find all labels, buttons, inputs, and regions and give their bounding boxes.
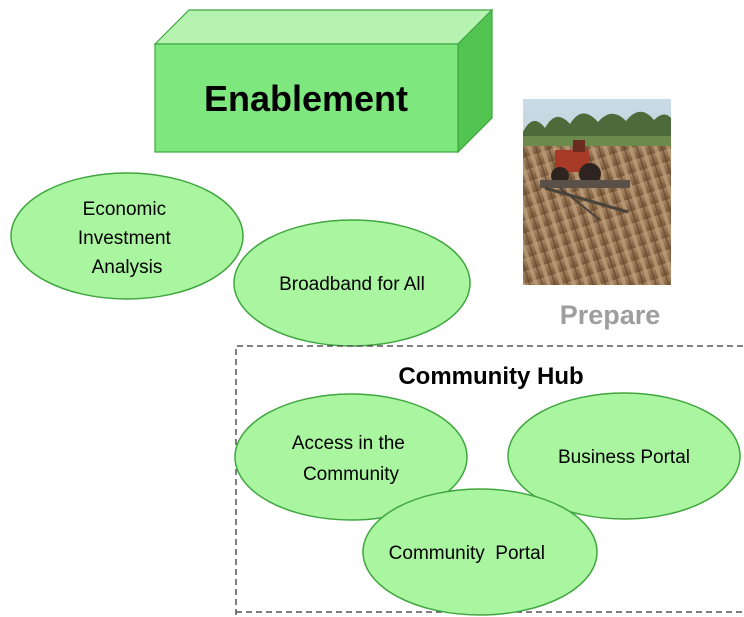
prepare-label: Prepare <box>560 300 661 330</box>
broadband-for-all-node: Broadband for All <box>233 219 471 347</box>
tractor-icon <box>540 140 630 221</box>
access-in-the-community-label: Access in the Community <box>292 433 410 485</box>
community-portal-node: Community Portal <box>362 488 598 616</box>
farm-photo-hedge <box>523 136 671 146</box>
farm-photo-trees <box>523 111 671 142</box>
business-portal-node: Business Portal <box>507 392 741 520</box>
farm-photo <box>523 99 671 285</box>
enablement-block: Enablement <box>153 8 494 154</box>
community-hub-title: Community Hub <box>398 363 583 390</box>
community-portal-label: Community Portal <box>389 543 545 564</box>
access-in-the-community-node: Access in the Community <box>234 393 468 521</box>
economic-investment-analysis-label: Economic Investment Analysis <box>78 199 176 278</box>
enablement-title: Enablement <box>204 78 408 119</box>
broadband-for-all-label: Broadband for All <box>279 274 425 295</box>
enablement-block-top <box>153 9 494 45</box>
enablement-block-front <box>154 43 459 153</box>
economic-investment-analysis-node: Economic Investment Analysis <box>10 172 244 300</box>
business-portal-label: Business Portal <box>558 447 690 468</box>
